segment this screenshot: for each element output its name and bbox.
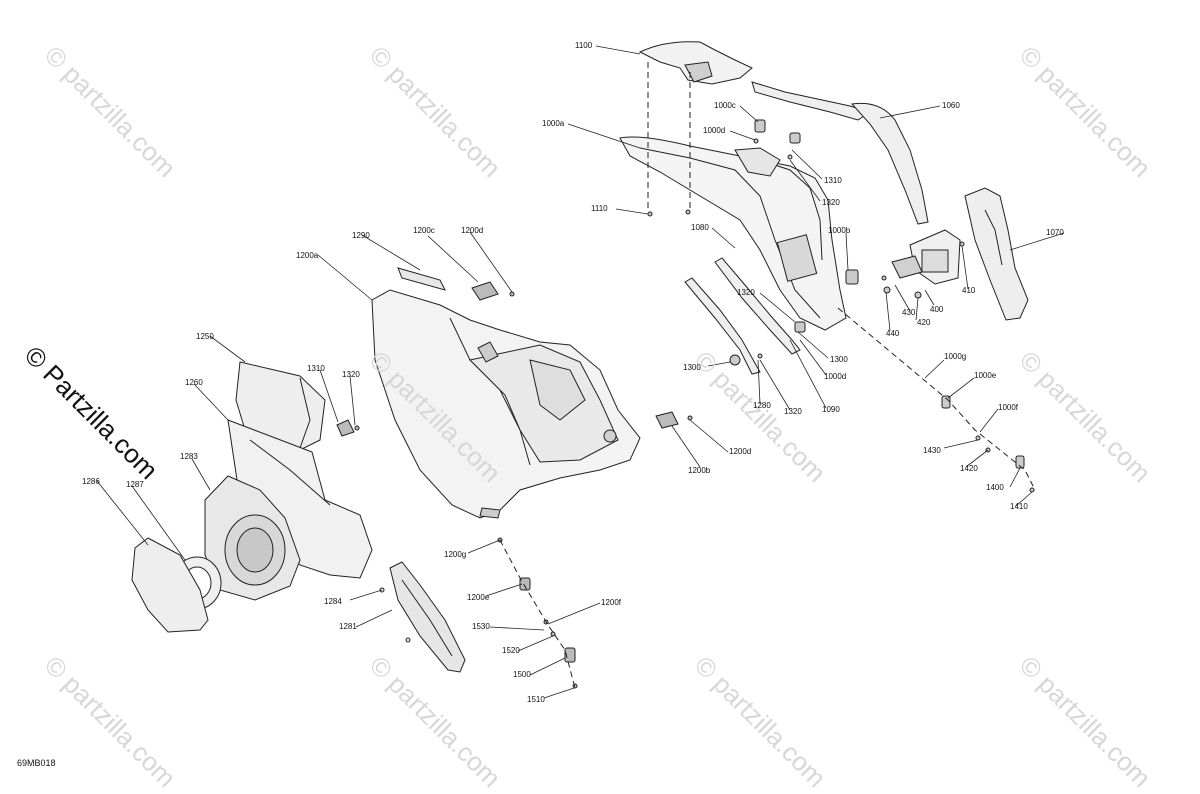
part-label: 1200g [444,550,467,559]
part-label: 440 [886,329,900,338]
part-label: 1200e [467,593,490,602]
part-label: 420 [917,318,931,327]
part-label: 430 [902,308,916,317]
part-1283-duct-housing [204,475,301,601]
part-1100-top-cap [638,41,753,85]
assembly-axis-lines-left [499,539,576,689]
part-1281-vent-grille [379,561,466,673]
part-label: 1200f [601,598,622,607]
part-label: 1000d [824,372,847,381]
part-label: 1000g [944,352,967,361]
part-1060-trim-strip [751,81,929,225]
part-label: 1400 [986,483,1004,492]
part-1286-cover [131,537,209,633]
part-label: 1280 [753,401,771,410]
part-label: 1300 [683,363,701,372]
part-label: 1000d [703,126,726,135]
part-label: 1430 [923,446,941,455]
part-label: 1000c [714,101,736,110]
part-label: 1320 [822,198,840,207]
part-1200a-side-panel [371,289,641,519]
part-label: 1290 [352,231,370,240]
part-label: 1200a [296,251,319,260]
part-1200b-clip [509,291,693,429]
part-label: 1520 [502,646,520,655]
part-label: 1320 [342,370,360,379]
part-label: 1530 [472,622,490,631]
part-1200c-clip [471,281,499,301]
part-label: 1260 [185,378,203,387]
part-label: 1281 [339,622,357,631]
part-label: 1200c [413,226,435,235]
part-label: 1080 [691,223,709,232]
part-1290-pad [397,267,446,291]
part-label: 1286 [82,477,100,486]
part-label: 410 [962,286,976,295]
part-label: 1310 [824,176,842,185]
part-400-bracket [891,229,961,285]
part-label: 1000b [828,226,851,235]
part-label: 1510 [527,695,545,704]
part-label: 1310 [307,364,325,373]
part-1250-cushion [235,361,326,451]
reference-code: 69MB018 [17,758,56,768]
small-hardware-left [336,419,578,689]
part-label: 1284 [324,597,342,606]
part-label: 1060 [942,101,960,110]
part-label: 1410 [1010,502,1028,511]
part-label: 1090 [822,405,840,414]
part-label: 1000a [542,119,565,128]
part-1070-side-panel [964,187,1029,321]
part-label: 1320 [784,407,802,416]
assembly-axis-lines-right [647,62,1036,491]
part-label: 1200d [729,447,752,456]
part-label: 1200d [461,226,484,235]
part-label: 1250 [196,332,214,341]
part-label: 1320 [737,288,755,297]
part-label: 1000f [998,403,1019,412]
part-label: 1110 [591,204,608,213]
part-label: 1287 [126,480,144,489]
part-label: 1500 [513,670,531,679]
part-label: 1000e [974,371,997,380]
part-label: 1070 [1046,228,1064,237]
exploded-parts-diagram [96,41,1065,699]
part-label: 1100 [575,41,593,50]
small-hardware-top [647,119,1035,493]
part-label: 1420 [960,464,978,473]
part-1080-strip [714,257,801,355]
part-label: 1300 [830,355,848,364]
leader-lines [96,45,1065,699]
part-label: 1283 [180,452,198,461]
part-label: 1200b [688,466,711,475]
part-label: 400 [930,305,944,314]
part-1000a-upper-fairing [619,136,847,331]
